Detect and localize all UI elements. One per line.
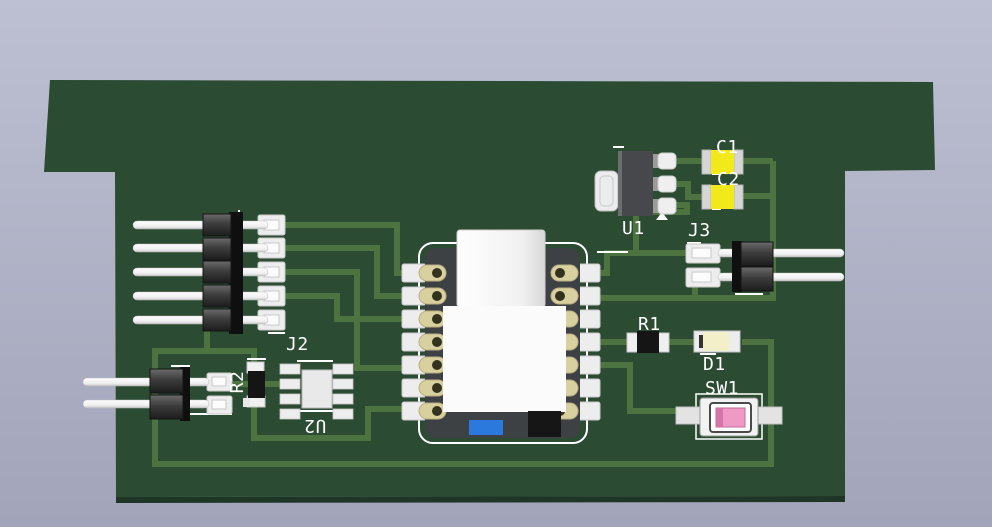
u1-body-highlight: [618, 151, 622, 216]
refdes-u1: U1: [622, 218, 645, 239]
blue-component: [469, 420, 503, 435]
cap-terminal: [701, 149, 712, 175]
switch-button-shade: [716, 408, 723, 427]
u2-pads: [279, 363, 354, 420]
header-plastic-cubes: [202, 213, 232, 332]
led-cathode-mark: [699, 335, 703, 348]
header-plastic-cube: [149, 368, 184, 394]
resistor-r2: [243, 361, 266, 408]
refdes-r1: R1: [638, 314, 661, 335]
trace: [668, 181, 704, 200]
esp-module: [401, 229, 601, 438]
trace: [600, 362, 682, 414]
u2-body: [301, 369, 333, 409]
u1-tab-pad: [594, 170, 619, 212]
header-bend-strip: [180, 367, 190, 421]
trace: [283, 293, 406, 322]
refdes-d1: D1: [703, 354, 726, 375]
refdes-j3: J3: [688, 220, 711, 241]
resistor-terminal: [626, 332, 639, 353]
trace: [152, 339, 774, 467]
black-ic: [528, 411, 561, 437]
trace: [600, 250, 688, 276]
pin-header-j3: [717, 241, 845, 292]
led-d1: [693, 330, 741, 353]
resistor-terminal: [657, 332, 670, 353]
header-plastic-cube: [149, 394, 184, 420]
cap-body: [711, 150, 734, 174]
header-bend-strip: [229, 212, 243, 334]
header-j3-pads: [685, 243, 721, 288]
pin-header-bottom-left: [82, 367, 210, 421]
resistor-r1: [626, 331, 670, 353]
u1-tab-slot: [599, 175, 614, 207]
capacitor-c1: [701, 149, 744, 175]
solder-pads: [206, 214, 721, 415]
module-shield-can: [443, 306, 566, 412]
header-bend-strip: [732, 241, 742, 292]
u1-pins: [652, 152, 677, 215]
pin1-triangle-marker: [656, 212, 668, 220]
refdes-c1: C1: [716, 137, 739, 158]
trace: [633, 202, 690, 253]
switch-lead: [757, 406, 783, 425]
regulator-u1: [594, 151, 677, 216]
trace: [283, 245, 408, 299]
refdes-r2: R2: [227, 371, 248, 394]
resistor-body: [637, 331, 659, 353]
pin-header-j2: [132, 212, 269, 334]
header-pin-silver: [82, 399, 210, 409]
ic-u2: [279, 363, 354, 420]
switch-lead: [675, 406, 701, 425]
silkscreen-labels: C1 C2 U1 J3 R1 D1 SW1 J2 U2 R2: [227, 137, 740, 436]
r2-tab: [243, 398, 250, 407]
refdes-j2: J2: [286, 334, 309, 355]
cap-body: [711, 185, 734, 209]
usb-connector: [456, 229, 546, 308]
header-plastic-cube: [740, 266, 774, 292]
r2-body: [248, 371, 265, 398]
refdes-c2: C2: [717, 169, 740, 190]
trace: [251, 402, 406, 441]
board-bottom-edge: [116, 496, 845, 503]
switch-sw1: [675, 397, 783, 437]
header-j2-pads: [257, 214, 286, 331]
refdes-sw1: SW1: [705, 378, 739, 399]
capacitor-c2: [701, 184, 744, 210]
led-lens: [703, 332, 729, 351]
refdes-u2: U2: [304, 415, 327, 436]
u1-body: [618, 151, 653, 216]
cap-terminal: [701, 184, 712, 210]
header-pin-silver: [82, 377, 210, 387]
header-plastic-cube: [740, 241, 774, 267]
